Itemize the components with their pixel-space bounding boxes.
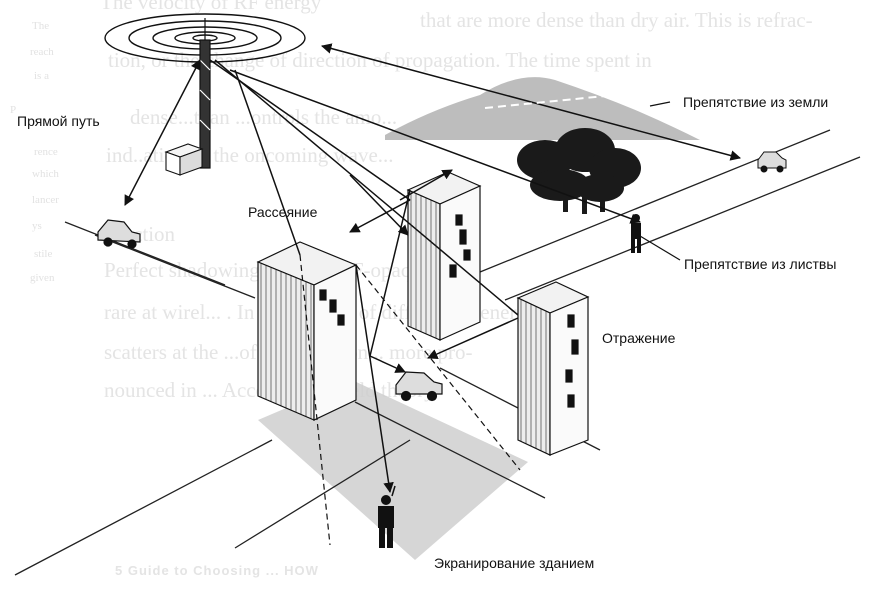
margin-text: lancer (32, 194, 59, 206)
label-callouts (639, 101, 681, 261)
label-reflection: Отражение (602, 330, 676, 346)
margin-text: stile (34, 248, 53, 260)
propagation-rays (124, 43, 742, 494)
building-right (516, 281, 590, 456)
hill (385, 77, 700, 140)
label-direct-path: Прямой путь (17, 113, 100, 129)
tree (517, 128, 641, 214)
terrain-dashed-ray (484, 87, 686, 109)
person-shadow (378, 485, 396, 548)
car-far-right (757, 151, 787, 173)
building-middle (406, 171, 482, 341)
dashed-rays (299, 254, 521, 546)
shelter-box (164, 143, 204, 176)
margin-text: reach (30, 46, 54, 58)
building-left (256, 241, 358, 421)
antenna-tower (199, 18, 211, 169)
bg-text-footer: 5 Guide to Choosing ... HOW (115, 563, 319, 578)
label-foliage-obstacle: Препятствие из листвы (684, 256, 837, 272)
margin-text: The (32, 20, 50, 32)
bg-text-line: that are more dense than dry air. This i… (420, 8, 813, 32)
label-building-shadowing: Экранирование зданием (434, 555, 595, 571)
label-scattering: Рассеяние (248, 204, 318, 220)
building-shadow (258, 380, 528, 560)
label-terrain-obstacle: Препятствие из земли (683, 94, 829, 110)
bg-text-line: The velocity of RF energy (100, 0, 322, 14)
margin-text: given (30, 272, 55, 284)
road-lines (14, 129, 861, 576)
margin-text: which (32, 168, 59, 180)
margin-text: rence (34, 146, 58, 158)
margin-text: P (10, 104, 17, 116)
margin-text: ys (32, 220, 42, 232)
car-direct-path (97, 219, 141, 249)
car-center (395, 371, 443, 402)
margin-text: is a (34, 70, 49, 82)
